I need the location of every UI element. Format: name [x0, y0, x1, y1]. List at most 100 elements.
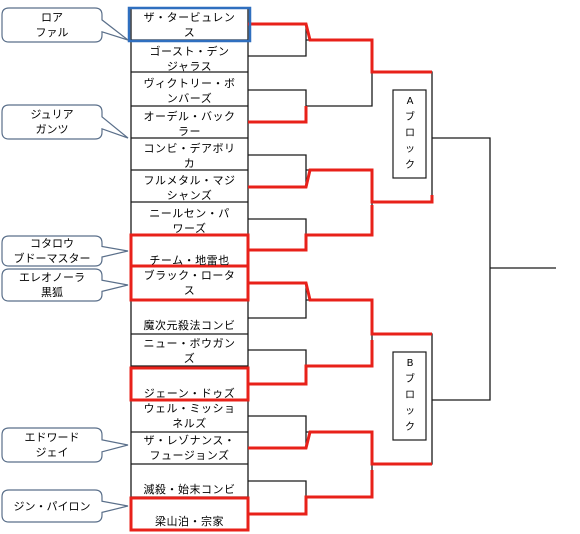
callout-line2: ファル	[35, 26, 69, 39]
team-name-line1: 魔次元殺法コンビ	[143, 319, 236, 332]
team-name-line1: ザ・タービュレン	[143, 11, 236, 24]
callout-line2: 黒狐	[41, 286, 63, 299]
team-name-line1: フルメタル・マジ	[143, 174, 236, 187]
team-name-line2: ラー	[178, 125, 201, 138]
team-name-line2: ス	[183, 284, 196, 297]
block-label-char: ブ	[405, 112, 415, 123]
callout-bubble-2	[1, 104, 129, 140]
team-name-line2: ンバーズ	[166, 92, 213, 105]
win-path-resonance	[248, 430, 432, 466]
team-name-line2: ワーズ	[172, 222, 207, 235]
team-5: コンビ・デアボリカ	[131, 141, 248, 171]
team-selected-turbulence	[127, 6, 252, 43]
team-2: ゴースト・デンジャラス	[131, 44, 248, 74]
round1-bracket-1	[248, 23, 307, 57]
team-name-line1: オーデル・バック	[143, 110, 236, 123]
callout-text-2: ジュリアガンツ	[4, 107, 100, 137]
team-highlight-ryozanpaku	[129, 496, 250, 532]
callout-bubble-1	[1, 7, 129, 43]
team-10: 魔次元殺法コンビ	[131, 302, 248, 333]
team-name-line2: シャンズ	[166, 189, 213, 202]
team-6: フルメタル・マジシャンズ	[131, 173, 248, 203]
callout-line2: ジェイ	[35, 446, 69, 459]
team-name-line1: ヴィクトリー・ボ	[143, 77, 236, 90]
team-13: ウェル・ミッショネルズ	[131, 401, 248, 431]
team-highlight-jane-does	[129, 366, 250, 402]
team-name-line2: カ	[183, 157, 196, 170]
callout-line1: ジン・パイロン	[13, 499, 91, 513]
team-highlight-black-lotus	[129, 264, 250, 302]
team-name-line1: ブラック・ロータ	[143, 269, 236, 282]
round2-bracket-4	[306, 431, 373, 498]
callout-line1: ジュリア	[30, 108, 74, 121]
team-name-line2: ズ	[183, 352, 196, 365]
round2-bracket-1	[306, 39, 373, 107]
callout-bubble-4	[1, 268, 129, 302]
team-16: 梁山泊・宗家	[131, 498, 248, 529]
team-name-line1: ゴースト・デン	[149, 45, 230, 58]
team-name-line1: ウェル・ミッショ	[143, 402, 236, 415]
team-name-line2: ネルズ	[172, 417, 207, 430]
block-box-b	[392, 351, 427, 441]
callout-text-4: エレオノーラ黒狐	[4, 270, 100, 300]
block-label-char: ク	[405, 160, 415, 171]
callout-bubble-5	[1, 427, 129, 463]
team-4: オーデル・バックラー	[131, 109, 248, 139]
round1-bracket-4	[248, 218, 307, 251]
team-8: チーム・地雷也	[131, 237, 248, 268]
team-1: ザ・タービュレンス	[131, 10, 248, 40]
callout-text-6: ジン・パイロン	[4, 499, 100, 514]
team-name-line1: ジェーン・ドゥズ	[143, 387, 236, 400]
callout-line1: ロア	[41, 11, 63, 24]
win-path-ryozanpaku	[248, 470, 374, 516]
team-name-line2: ス	[183, 26, 196, 39]
block-label-char: ロ	[405, 128, 415, 139]
team-9: ブラック・ロータス	[131, 268, 248, 298]
callout-line1: エドワード	[24, 431, 80, 444]
block-label-char: ク	[405, 422, 415, 433]
final-bracket	[432, 137, 491, 401]
callout-line2: ガンツ	[35, 123, 69, 136]
callout-text-1: ロアファル	[4, 10, 100, 40]
team-7: ニールセン・パワーズ	[131, 206, 248, 236]
win-path-turbulence	[248, 22, 432, 74]
callout-line1: コタロウ	[30, 237, 74, 250]
win-path-oder	[248, 106, 308, 124]
team-12: ジェーン・ドゥズ	[131, 370, 248, 401]
team-name-line1: ニールセン・パ	[149, 207, 230, 220]
callout-text-3: コタロウブドーマスター	[4, 236, 100, 266]
team-name-line1: ザ・レゾナンス・	[143, 434, 236, 447]
team-name-line1: チーム・地雷也	[149, 254, 230, 267]
team-3: ヴィクトリー・ボンバーズ	[131, 76, 248, 106]
round1-bracket-6	[248, 349, 307, 385]
team-name-line2: ジャラス	[166, 60, 213, 73]
team-name-line1: ニュー・ボウガン	[143, 337, 236, 350]
block-label-char: A	[406, 96, 414, 107]
team-name-line1: 梁山泊・宗家	[155, 515, 224, 528]
team-name-line1: 滅殺・始末コンビ	[143, 483, 236, 496]
round2-bracket-3	[306, 299, 373, 367]
callout-bubble-3	[1, 235, 129, 267]
win-path-jiraiya	[248, 205, 374, 252]
team-14: ザ・レゾナンス・フュージョンズ	[131, 433, 248, 463]
block-label-char: ッ	[405, 406, 415, 417]
block-label-char: ッ	[405, 144, 415, 155]
callout-line2: ブドーマスター	[13, 252, 91, 265]
team-11: ニュー・ボウガンズ	[131, 336, 248, 366]
block-label-char: ブ	[405, 374, 415, 385]
win-path-fullmetal	[248, 168, 434, 204]
round1-bracket-3	[248, 154, 307, 188]
team-name-line1: コンビ・デアボリ	[143, 142, 236, 155]
callout-line1: エレオノーラ	[19, 271, 85, 284]
callout-text-5: エドワードジェイ	[4, 430, 100, 460]
block-label-char: ロ	[405, 390, 415, 401]
round2-bracket-2	[306, 169, 373, 236]
block-box-a	[392, 89, 427, 179]
win-path-black-lotus	[248, 281, 432, 336]
round1-bracket-5	[248, 282, 307, 319]
callout-bubble-6	[1, 489, 129, 523]
